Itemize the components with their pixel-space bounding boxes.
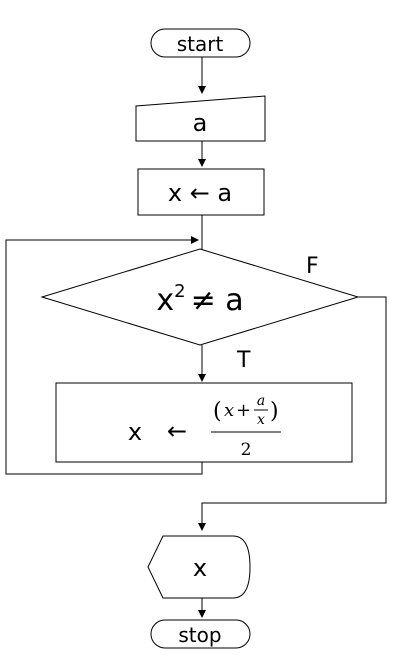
input-box: a [135, 95, 266, 142]
start-terminal: start [150, 28, 251, 58]
false-branch-label: F [306, 254, 319, 279]
init-label: x ← a [168, 179, 232, 207]
output-display: x [147, 535, 251, 599]
formula-paren-close: ) [270, 399, 279, 424]
flow-arrow-false-to-output [198, 296, 387, 531]
stop-terminal: stop [150, 619, 251, 649]
update-process-box: x ← ( x + a x ) 2 [55, 382, 353, 463]
formula-inner-denominator: x [257, 412, 265, 428]
update-lhs: x [128, 418, 142, 446]
formula-inner-numerator: a [257, 393, 265, 409]
formula-x: x [224, 400, 234, 421]
update-formula: ( x + a x ) 2 [211, 393, 281, 460]
init-process-box: x ← a [137, 168, 265, 216]
update-assign-arrow: ← [167, 417, 187, 445]
input-label: a [193, 109, 208, 137]
start-label: start [177, 32, 224, 56]
flow-arrow-loop-back [5, 236, 203, 475]
formula-denominator: 2 [241, 440, 252, 460]
condition-label: x2≠ a [156, 281, 243, 318]
output-label: x [193, 554, 207, 582]
stop-label: stop [178, 623, 221, 647]
decision-diamond: x2≠ a [40, 248, 360, 346]
formula-paren-open: ( [213, 399, 222, 424]
formula-plus: + [236, 400, 251, 421]
true-branch-label: T [236, 348, 251, 373]
